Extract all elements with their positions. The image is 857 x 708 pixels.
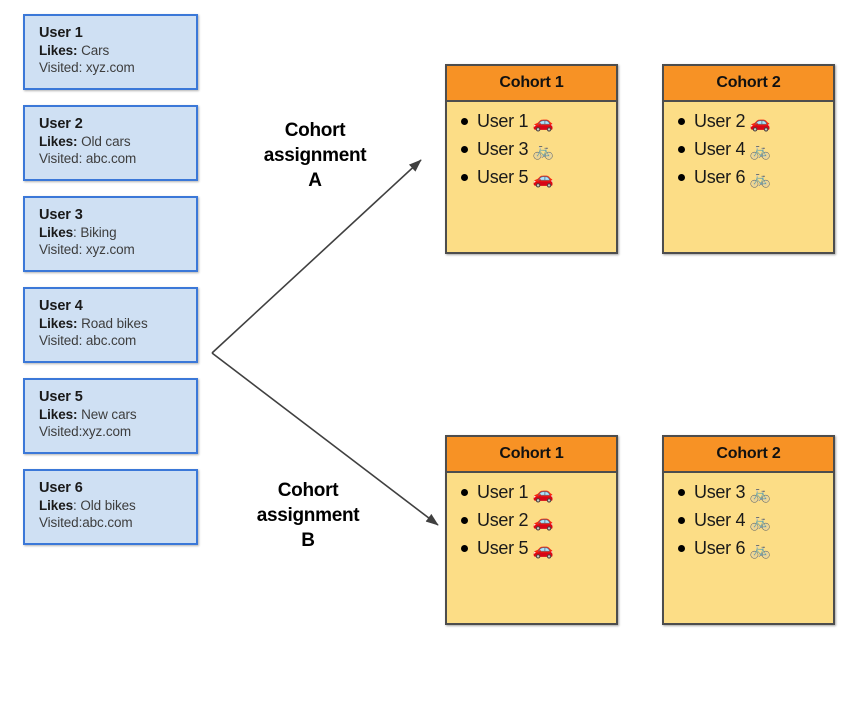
bike-emoji: 🚲 xyxy=(749,169,771,188)
cohort-member-label: User 5 xyxy=(477,167,529,187)
car-emoji: 🚗 xyxy=(532,484,554,503)
cohort-box: Cohort 1 User 1 🚗 User 3 🚲 User 5 🚗 xyxy=(445,64,618,254)
cohort-member-label: User 5 xyxy=(477,538,529,558)
user-name: User 3 xyxy=(39,207,83,223)
cohort-box: Cohort 2 User 3 🚲 User 4 🚲 User 6 🚲 xyxy=(662,435,835,625)
cohort-member-label: User 6 xyxy=(694,167,746,187)
cohort-member-label: User 3 xyxy=(694,482,746,502)
cohort-box: Cohort 1 User 1 🚗 User 2 🚗 User 5 🚗 xyxy=(445,435,618,625)
cohort-member: User 5 🚗 xyxy=(461,535,616,563)
user-name: User 6 xyxy=(39,480,83,496)
cohort-title: Cohort 1 xyxy=(447,66,616,102)
cohort-title: Cohort 2 xyxy=(664,66,833,102)
user-visited-value: xyz.com xyxy=(82,242,135,257)
car-emoji: 🚗 xyxy=(532,169,554,188)
user-name: User 5 xyxy=(39,389,83,405)
bike-emoji: 🚲 xyxy=(532,141,554,160)
user-likes: Likes: Old cars xyxy=(39,134,131,149)
bike-emoji: 🚲 xyxy=(749,484,771,503)
user-name: User 1 xyxy=(39,25,83,41)
assignment-b-label: Cohort assignment B xyxy=(256,480,360,551)
user-card: User 3 Likes: Biking Visited: xyz.com xyxy=(23,196,198,272)
user-likes-value: Cars xyxy=(77,43,110,58)
user-visited-value: abc.com xyxy=(82,333,137,348)
car-emoji: 🚗 xyxy=(749,113,771,132)
bike-emoji: 🚲 xyxy=(749,540,771,559)
user-visited: Visited: abc.com xyxy=(39,333,137,348)
user-name: User 4 xyxy=(39,298,83,314)
user-likes: Likes: Old bikes xyxy=(39,498,136,513)
user-likes: Likes: Road bikes xyxy=(39,316,148,331)
user-likes: Likes: Cars xyxy=(39,43,110,58)
car-emoji: 🚗 xyxy=(532,512,554,531)
user-card: User 4 Likes: Road bikes Visited: abc.co… xyxy=(23,287,198,363)
user-name: User 2 xyxy=(39,116,83,132)
user-visited-value: xyz.com xyxy=(82,60,135,75)
user-visited: Visited:xyz.com xyxy=(39,424,132,439)
cohort-member-label: User 3 xyxy=(477,139,529,159)
cohort-member: User 4 🚲 xyxy=(678,507,833,535)
cohort-member-label: User 2 xyxy=(477,510,529,530)
cohort-title: Cohort 2 xyxy=(664,437,833,473)
bike-emoji: 🚲 xyxy=(749,141,771,160)
assignment-a-label: Cohort assignment A xyxy=(263,120,367,191)
cohort-box: Cohort 2 User 2 🚗 User 4 🚲 User 6 🚲 xyxy=(662,64,835,254)
bike-emoji: 🚲 xyxy=(749,512,771,531)
cohort-member-label: User 2 xyxy=(694,111,746,131)
user-likes-value: Road bikes xyxy=(77,316,148,331)
cohort-member: User 5 🚗 xyxy=(461,164,616,192)
cohort-member-list: User 1 🚗 User 3 🚲 User 5 🚗 xyxy=(447,102,616,192)
user-likes-value: New cars xyxy=(77,407,137,422)
user-card: User 1 Likes: Cars Visited: xyz.com xyxy=(23,14,198,90)
user-likes-value: Old cars xyxy=(77,134,131,149)
cohort-member-label: User 6 xyxy=(694,538,746,558)
car-emoji: 🚗 xyxy=(532,540,554,559)
user-likes-value: : Biking xyxy=(73,225,117,240)
cohort-member-label: User 1 xyxy=(477,482,529,502)
cohort-member-label: User 1 xyxy=(477,111,529,131)
user-likes-value: : Old bikes xyxy=(73,498,136,513)
car-emoji: 🚗 xyxy=(532,113,554,132)
cohort-member: User 2 🚗 xyxy=(678,108,833,136)
cohort-member: User 6 🚲 xyxy=(678,164,833,192)
cohort-member: User 2 🚗 xyxy=(461,507,616,535)
user-visited-value: xyz.com xyxy=(82,424,132,439)
cohort-member: User 3 🚲 xyxy=(678,479,833,507)
cohort-member-list: User 2 🚗 User 4 🚲 User 6 🚲 xyxy=(664,102,833,192)
user-card: User 2 Likes: Old cars Visited: abc.com xyxy=(23,105,198,181)
cohort-member: User 6 🚲 xyxy=(678,535,833,563)
user-likes: Likes: New cars xyxy=(39,407,137,422)
user-visited: Visited: abc.com xyxy=(39,151,137,166)
cohort-member: User 4 🚲 xyxy=(678,136,833,164)
cohort-member-list: User 1 🚗 User 2 🚗 User 5 🚗 xyxy=(447,473,616,563)
cohort-member-list: User 3 🚲 User 4 🚲 User 6 🚲 xyxy=(664,473,833,563)
user-visited-value: abc.com xyxy=(82,151,137,166)
cohort-member: User 3 🚲 xyxy=(461,136,616,164)
user-visited: Visited: xyz.com xyxy=(39,242,135,257)
cohort-member: User 1 🚗 xyxy=(461,479,616,507)
user-visited-value: abc.com xyxy=(82,515,133,530)
user-likes: Likes: Biking xyxy=(39,225,117,240)
cohort-member-label: User 4 xyxy=(694,510,746,530)
cohort-member: User 1 🚗 xyxy=(461,108,616,136)
user-visited: Visited: xyz.com xyxy=(39,60,135,75)
cohort-title: Cohort 1 xyxy=(447,437,616,473)
user-card: User 5 Likes: New cars Visited:xyz.com xyxy=(23,378,198,454)
user-card: User 6 Likes: Old bikes Visited:abc.com xyxy=(23,469,198,545)
cohort-member-label: User 4 xyxy=(694,139,746,159)
user-visited: Visited:abc.com xyxy=(39,515,133,530)
